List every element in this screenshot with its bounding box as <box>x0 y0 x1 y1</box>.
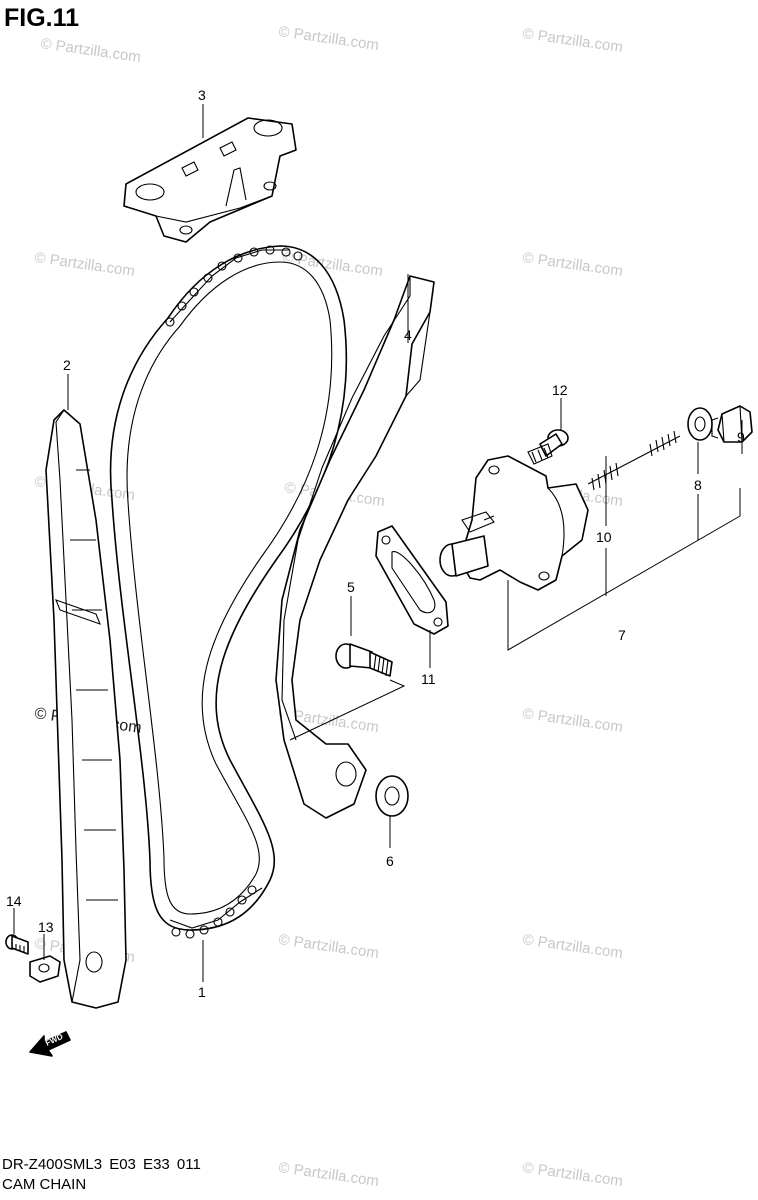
callout-11: 11 <box>421 671 436 687</box>
watermark: © Partzilla.com <box>521 25 623 56</box>
callout-6: 6 <box>386 853 394 869</box>
watermark: © Partzilla.com <box>281 249 383 280</box>
callout-12: 12 <box>552 382 568 398</box>
callout-13: 13 <box>38 919 54 935</box>
watermark: © Partzilla.com <box>521 249 623 280</box>
part-13-plate <box>29 955 61 983</box>
watermark: © Partzilla.com <box>521 705 623 736</box>
watermark: © Partzilla.com <box>277 1159 379 1190</box>
watermark: © Partzilla.com <box>39 35 141 66</box>
figure-name: CAM CHAIN <box>2 1176 87 1193</box>
callout-labels: 1 2 3 4 5 6 7 8 9 10 11 12 13 14 <box>6 87 745 1000</box>
callout-4: 4 <box>404 327 412 343</box>
part-9-plug-bolt <box>711 405 753 443</box>
watermark: © Partzilla.com <box>277 931 379 962</box>
callout-3: 3 <box>198 87 206 103</box>
callout-5: 5 <box>347 579 355 595</box>
fwd-arrow-icon: FWD <box>29 1031 71 1057</box>
callout-2: 2 <box>63 357 71 373</box>
watermark: © Partzilla.com <box>277 23 379 54</box>
part-8-washer <box>687 407 713 441</box>
part-10-spring <box>587 430 681 491</box>
part-4-tensioner-guide <box>275 275 435 819</box>
part-5-bolt <box>289 643 406 741</box>
watermark: © Partzilla.com <box>521 931 623 962</box>
watermark: © Partzilla.com <box>521 1159 623 1190</box>
part-1-cam-chain <box>109 245 348 939</box>
watermark: © Partzilla.com <box>33 249 135 280</box>
part-7-tensioner-body <box>439 455 589 591</box>
part-14-bolt <box>5 934 29 955</box>
callout-10: 10 <box>596 529 612 545</box>
callout-1: 1 <box>198 984 206 1000</box>
model-code: DR-Z400SML3 E03 E33 011 <box>2 1156 201 1173</box>
part-2-chain-guide <box>45 409 127 1009</box>
part-11-gasket <box>375 525 449 635</box>
callout-7: 7 <box>618 627 626 643</box>
part-3-chain-guide-upper <box>123 117 297 243</box>
callout-8: 8 <box>694 477 702 493</box>
callout-9: 9 <box>737 429 745 445</box>
chain-links-top <box>165 245 303 327</box>
part-6-washer <box>375 775 409 817</box>
part-12-bolt <box>527 429 569 465</box>
leader-lines <box>13 104 743 982</box>
figure-title: FIG.11 <box>4 4 80 32</box>
chain-links-bottom <box>171 885 257 939</box>
callout-14: 14 <box>6 893 22 909</box>
